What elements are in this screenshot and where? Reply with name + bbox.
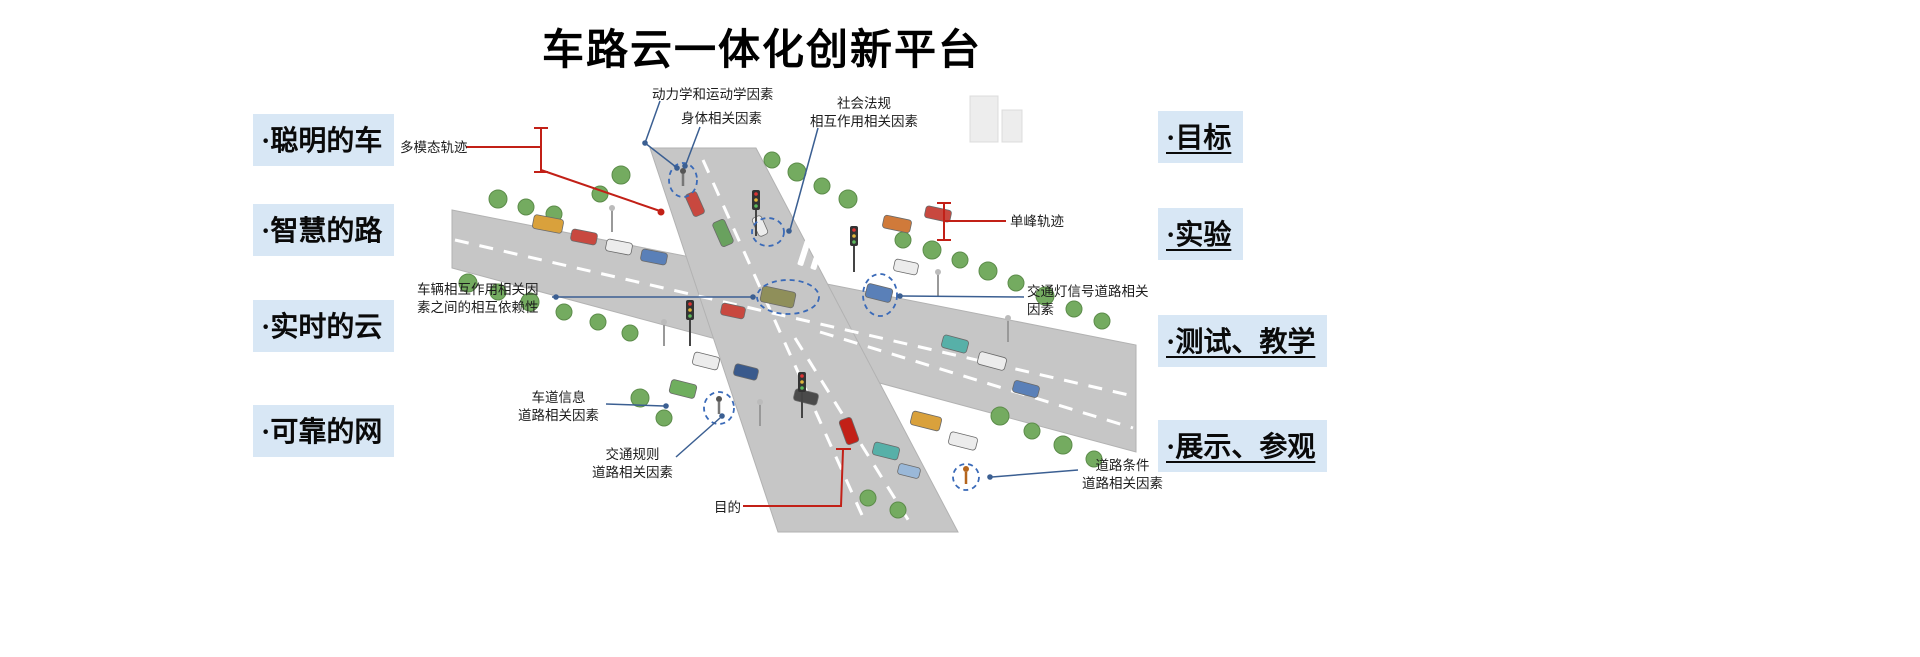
annotation-purpose: 目的 bbox=[714, 500, 741, 515]
annotation-lane-info: 车道信息 道路相关因素 bbox=[518, 390, 599, 423]
traffic-light-icons bbox=[686, 190, 858, 418]
annotation-multimodal-trajectory: 多模态轨迹 bbox=[400, 140, 468, 155]
trajectory-lines bbox=[466, 127, 1006, 507]
left-item-reliable-network: ·可靠的网 bbox=[253, 405, 395, 457]
crosswalk bbox=[797, 240, 876, 285]
page-title: 车路云一体化创新平台 bbox=[541, 28, 983, 74]
street-lamp-icons bbox=[609, 205, 1011, 426]
pedestrians bbox=[680, 168, 969, 484]
annotation-vehicle-interaction: 车辆相互作用相关因 素之间的相互依赖性 bbox=[417, 282, 539, 315]
buildings bbox=[969, 95, 1023, 143]
annotation-dynamics-kinematics: 动力学和运动学因素 bbox=[652, 87, 774, 102]
annotation-traffic-signal: 交通灯信号道路相关 因素 bbox=[1027, 284, 1149, 317]
trees bbox=[458, 151, 1111, 519]
annotation-body-factors: 身体相关因素 bbox=[681, 111, 762, 126]
highlight-circles bbox=[668, 162, 980, 491]
vehicles bbox=[532, 191, 1040, 479]
annotation-road-condition: 道路条件 道路相关因素 bbox=[1082, 458, 1163, 491]
right-item-experiment: ·实验 bbox=[1158, 208, 1244, 260]
annotation-social-rules: 社会法规 相互作用相关因素 bbox=[810, 96, 918, 129]
leader-lines bbox=[552, 100, 1079, 480]
annotation-traffic-rules: 交通规则 道路相关因素 bbox=[592, 447, 673, 480]
right-item-goal: ·目标 bbox=[1158, 111, 1244, 163]
annotation-unimodal-trajectory: 单峰轨迹 bbox=[1010, 214, 1064, 229]
left-item-realtime-cloud: ·实时的云 bbox=[253, 300, 395, 352]
right-item-show-visit: ·展示、参观 bbox=[1158, 420, 1328, 472]
right-item-test-teaching: ·测试、教学 bbox=[1158, 315, 1328, 367]
left-item-smart-road: ·智慧的路 bbox=[253, 204, 395, 256]
left-item-smart-vehicle: ·聪明的车 bbox=[253, 114, 395, 166]
